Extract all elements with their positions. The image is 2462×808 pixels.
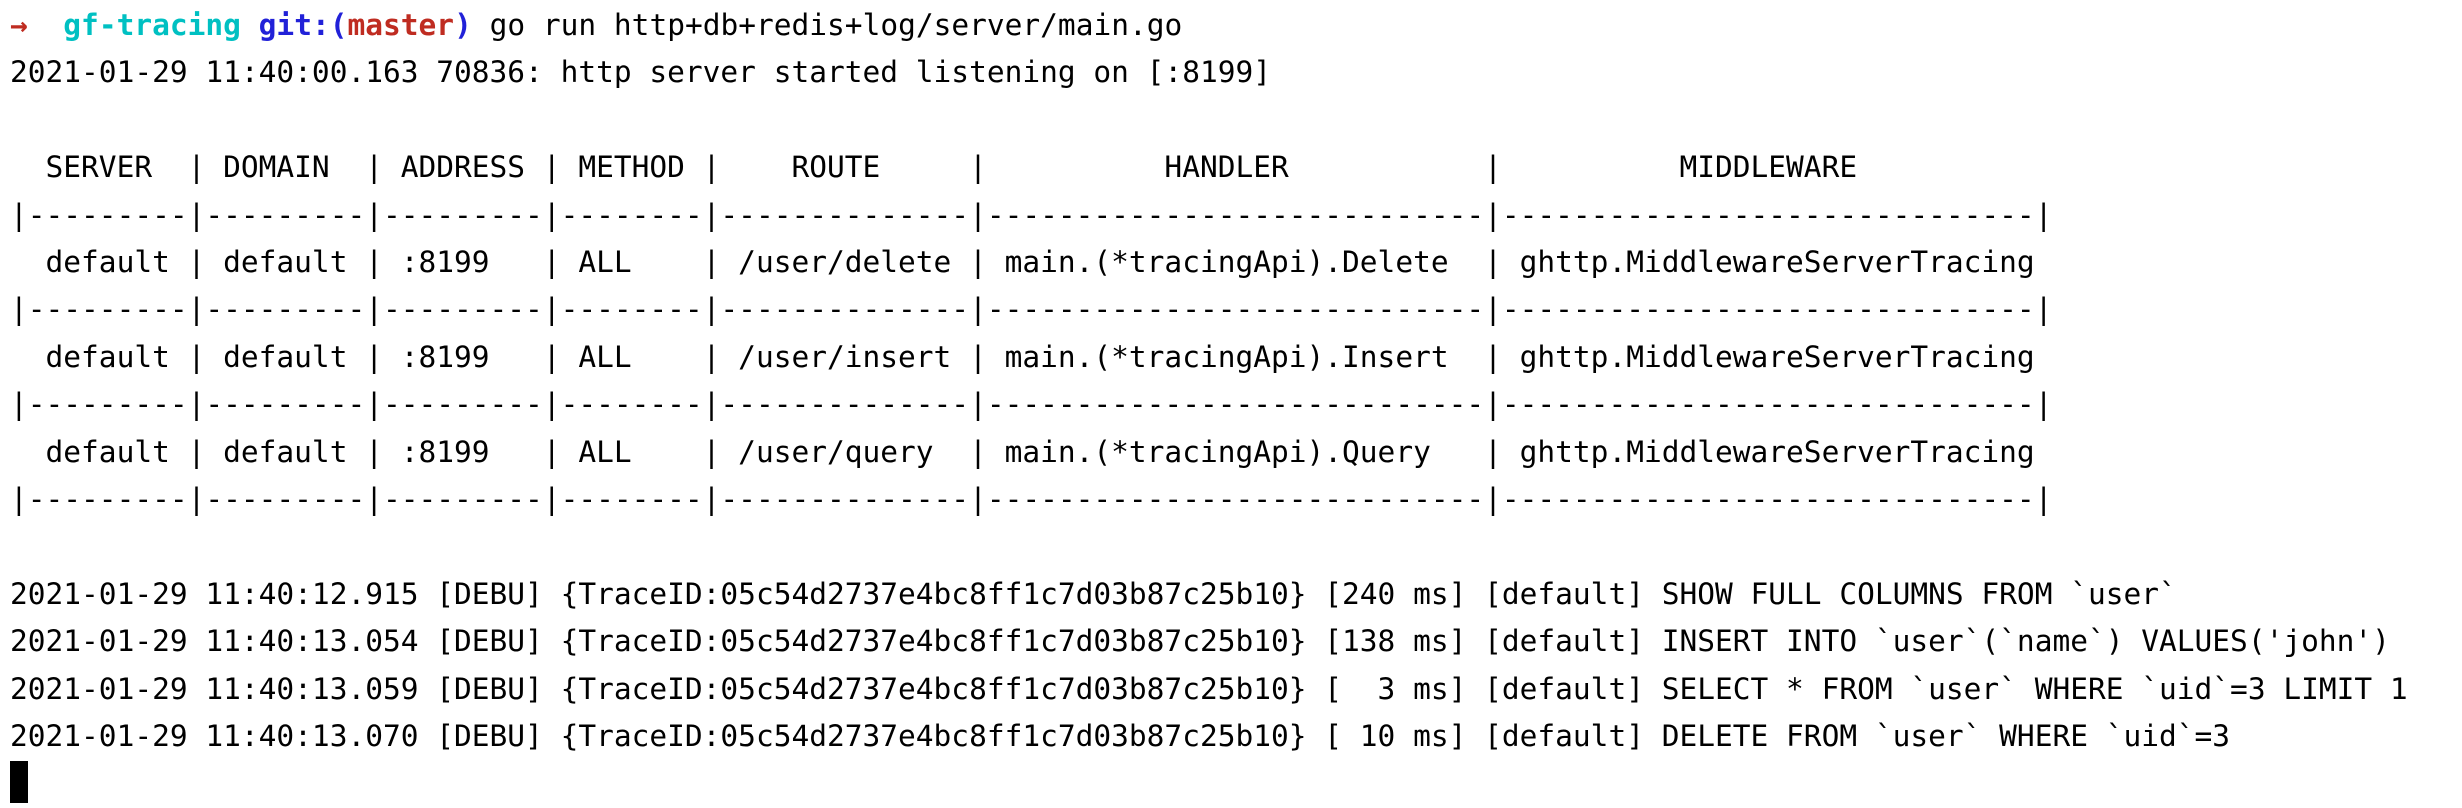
prompt-git-branch: master: [347, 8, 455, 42]
route-table: SERVER | DOMAIN | ADDRESS | METHOD | ROU…: [10, 150, 2053, 517]
sql-log-section: 2021-01-29 11:40:12.915 [DEBU] {TraceID:…: [10, 571, 2462, 761]
prompt-spacer: [28, 8, 64, 42]
sql-log-line: 2021-01-29 11:40:13.070 [DEBU] {TraceID:…: [10, 719, 2231, 754]
server-startup-log: 2021-01-29 11:40:00.163 70836: http serv…: [10, 55, 1271, 90]
sql-log-line: 2021-01-29 11:40:13.054 [DEBU] {TraceID:…: [10, 624, 2390, 659]
blank-line: [10, 97, 2462, 144]
prompt-command: go run http+db+redis+log/server/main.go: [489, 8, 1183, 42]
prompt-repo-name: gf-tracing: [63, 8, 241, 42]
sql-log-line: 2021-01-29 11:40:13.059 [DEBU] {TraceID:…: [10, 671, 2408, 706]
prompt-git-close: ): [454, 8, 472, 42]
sql-log-line: 2021-01-29 11:40:12.915 [DEBU] {TraceID:…: [10, 576, 2177, 611]
prompt-spacer: [241, 8, 259, 42]
prompt-git-label: git:(: [258, 8, 348, 42]
blank-line: [10, 523, 2462, 570]
prompt-arrow-icon: →: [10, 8, 28, 42]
prompt-spacer: [472, 8, 490, 42]
terminal-cursor: [10, 760, 28, 803]
cursor-line: [10, 760, 2462, 808]
shell-prompt: → gf-tracing git:(master) go run http+db…: [10, 2, 2462, 49]
